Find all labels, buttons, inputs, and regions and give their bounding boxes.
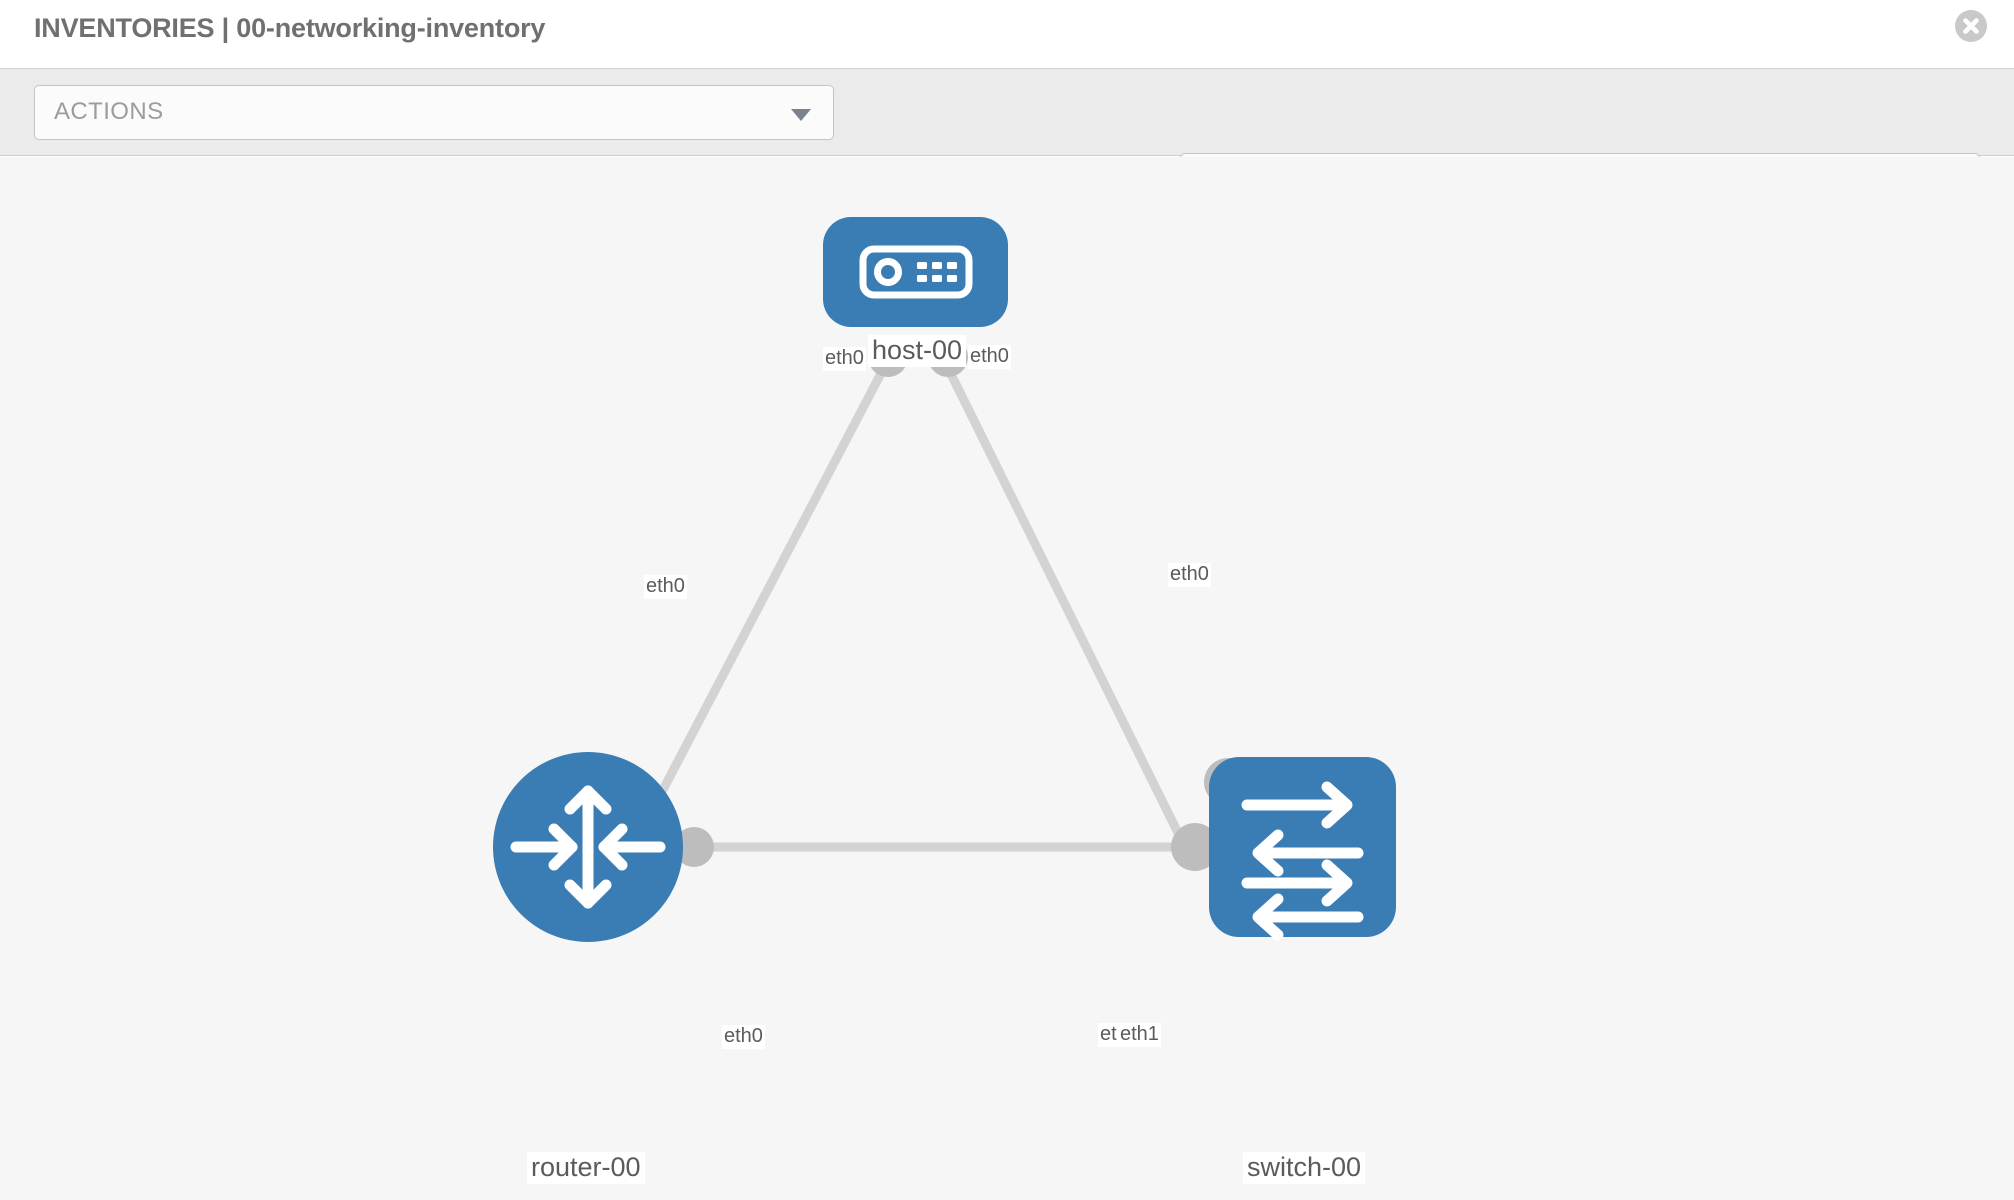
server-icon bbox=[859, 245, 973, 299]
actions-dropdown[interactable]: ACTIONS bbox=[34, 85, 834, 140]
actions-dropdown-label: ACTIONS bbox=[54, 98, 164, 125]
topology-canvas[interactable]: eth0 host-00 eth0 eth0 eth0 eth0 eth0 et… bbox=[0, 157, 2014, 1200]
link-host00-switch00 bbox=[939, 358, 1190, 849]
node-switch-00 bbox=[1209, 757, 1396, 941]
node-label-host-00: host-00 bbox=[868, 335, 967, 367]
iface-label-host00-right: eth0 bbox=[968, 345, 1011, 369]
node-router-00 bbox=[493, 752, 683, 942]
iface-label-switch00-up: eth0 bbox=[1168, 563, 1211, 587]
iface-label-router00-up: eth0 bbox=[644, 575, 687, 599]
close-icon[interactable] bbox=[1954, 9, 1988, 43]
topology-graph bbox=[493, 217, 1396, 942]
node-label-router-00: router-00 bbox=[527, 1152, 645, 1184]
node-host-00 bbox=[823, 217, 1008, 327]
router-arrows-icon bbox=[510, 785, 666, 909]
switch-arrows-icon bbox=[1241, 781, 1364, 941]
iface-label-router00-right: eth0 bbox=[722, 1025, 765, 1049]
endpoint-switch00-left bbox=[1171, 823, 1219, 871]
page-header: INVENTORIES | 00-networking-inventory bbox=[0, 0, 2014, 68]
node-label-switch-00: switch-00 bbox=[1243, 1152, 1366, 1184]
topology-links bbox=[629, 357, 1190, 852]
toolbar: ACTIONS SEARCH bbox=[0, 68, 2014, 208]
chevron-down-icon bbox=[791, 109, 811, 121]
iface-label-host00-left: eth0 bbox=[823, 347, 866, 371]
iface-label-switch00-left-b: eth1 bbox=[1118, 1023, 1161, 1047]
page-title: INVENTORIES | 00-networking-inventory bbox=[34, 13, 546, 43]
link-host00-router00 bbox=[629, 357, 892, 850]
endpoint-router00-right bbox=[674, 827, 714, 867]
